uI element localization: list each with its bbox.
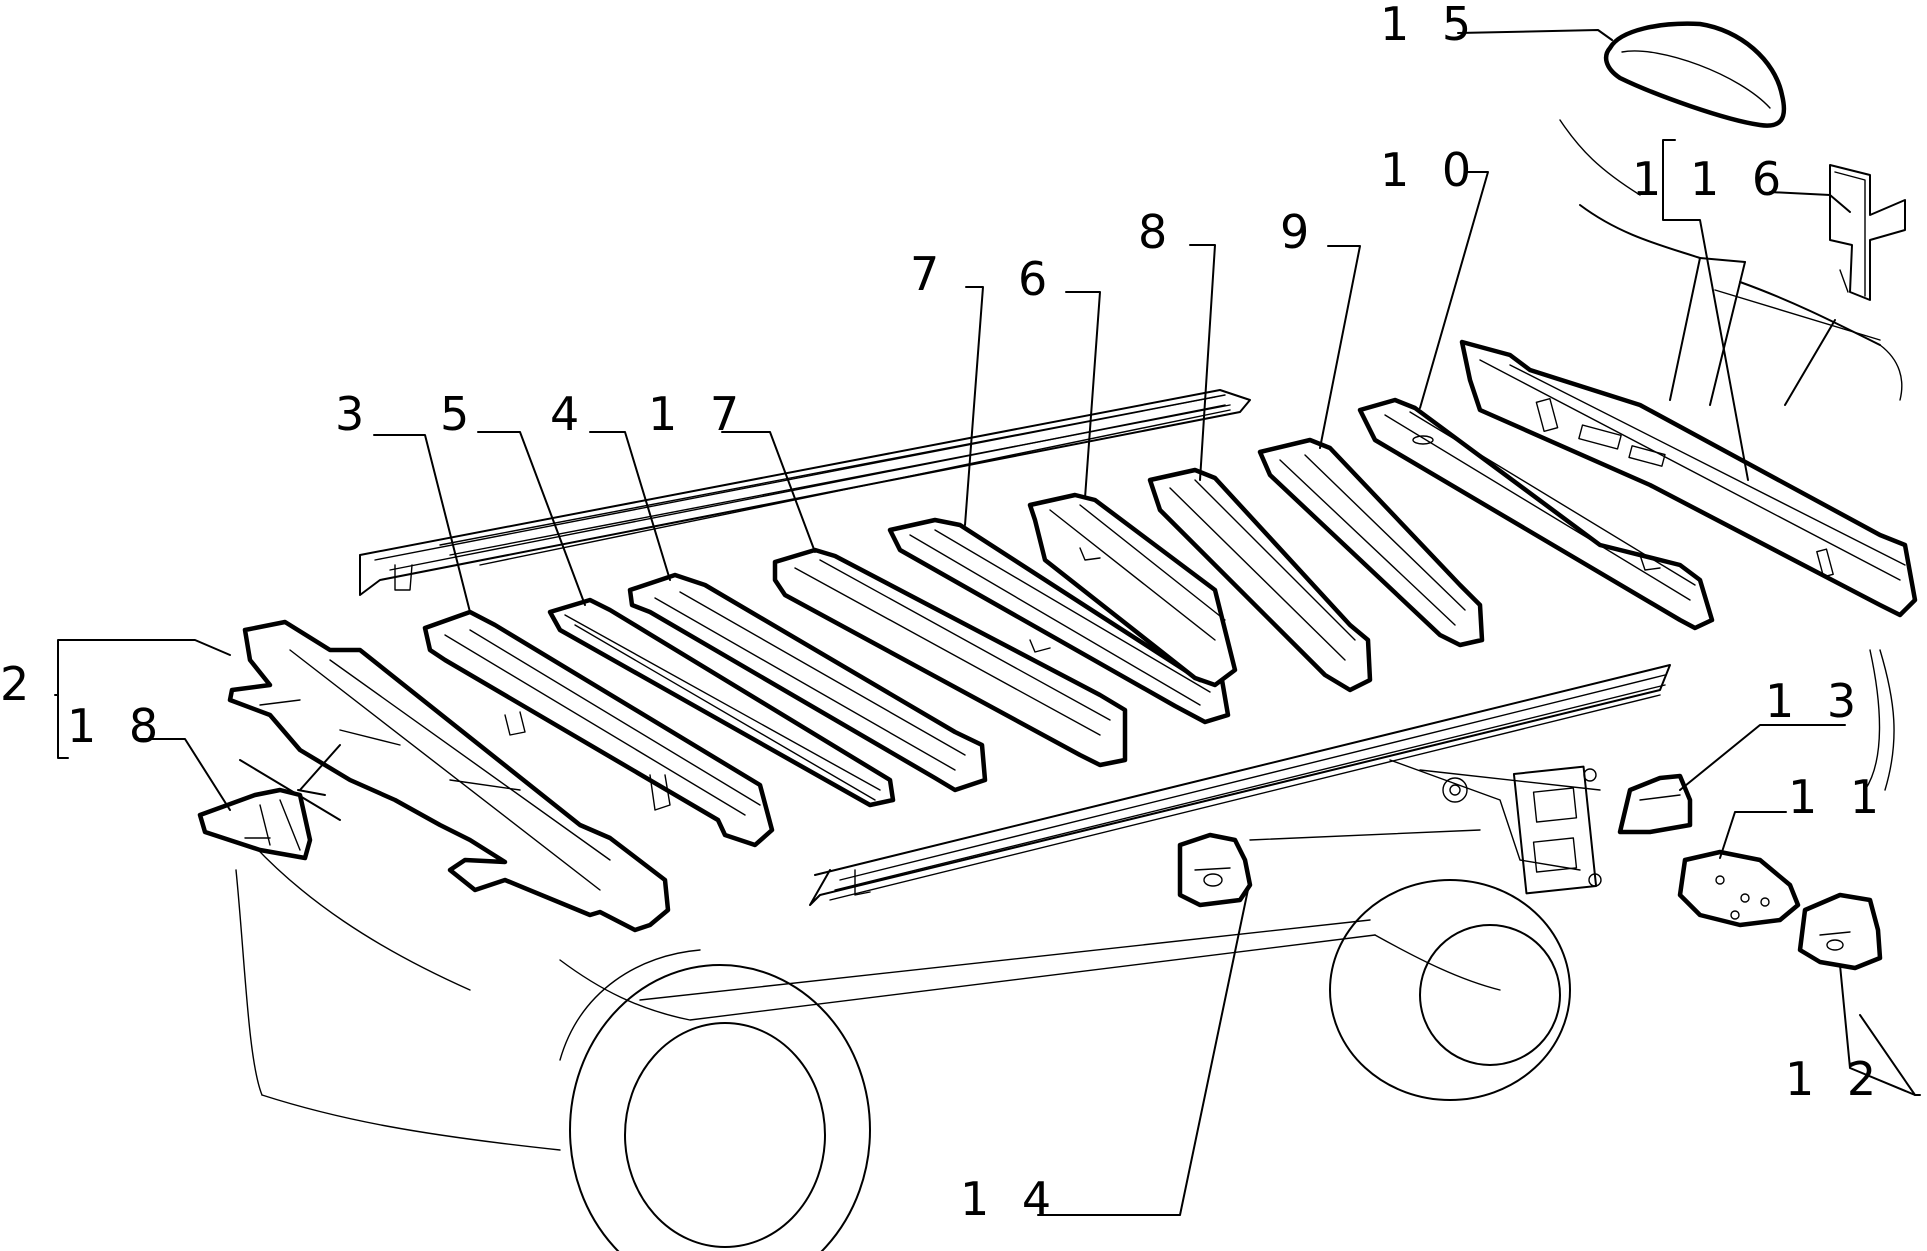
callout-8: 8 xyxy=(1138,205,1176,259)
callout-9: 9 xyxy=(1280,205,1318,259)
callout-5: 5 xyxy=(440,387,478,441)
part-13-plate xyxy=(1617,773,1693,835)
part-18-bracket xyxy=(197,787,313,861)
part-16-bracket xyxy=(1829,164,1906,301)
callout-14: 1 4 xyxy=(960,1172,1060,1226)
cross-member-8 xyxy=(1147,467,1373,693)
cross-member-5 xyxy=(547,597,896,808)
callout-11: 1 1 xyxy=(1788,770,1888,824)
callout-3: 3 xyxy=(335,387,373,441)
callout-10: 1 0 xyxy=(1380,143,1480,197)
callout-6: 6 xyxy=(1018,252,1056,306)
detail-divider-lines xyxy=(239,204,1881,821)
callout-1: 1 xyxy=(1632,152,1670,206)
callout-labels: 1 5 1 0 1 1 6 8 9 7 6 3 5 4 1 7 2 1 8 1 … xyxy=(0,0,1888,1226)
part-15-oval-cover xyxy=(1603,21,1787,128)
callout-4: 4 xyxy=(550,387,588,441)
part-11-plate xyxy=(1677,849,1801,928)
right-side-member xyxy=(809,664,1671,906)
cross-member-1 xyxy=(1459,339,1918,618)
callout-17: 1 7 xyxy=(648,387,748,441)
callout-18: 1 8 xyxy=(67,699,167,753)
vehicle-body-outline xyxy=(235,119,1903,1251)
callout-13: 1 3 xyxy=(1765,674,1865,728)
part-12-bracket xyxy=(1797,892,1883,971)
cross-member-2 xyxy=(227,619,671,933)
callout-16: 1 6 xyxy=(1690,152,1790,206)
leader-lines xyxy=(54,29,1921,1216)
part-14-bracket xyxy=(1177,832,1253,908)
cross-member-3 xyxy=(422,609,775,848)
callout-7: 7 xyxy=(910,247,948,301)
cross-member-17 xyxy=(772,547,1128,768)
left-side-member xyxy=(359,389,1251,596)
cross-member-4 xyxy=(627,572,988,793)
callout-12: 1 2 xyxy=(1785,1052,1885,1106)
cross-member-10 xyxy=(1357,397,1715,631)
callout-15: 1 5 xyxy=(1380,0,1480,51)
callout-2: 2 xyxy=(0,657,38,711)
cross-member-7 xyxy=(887,517,1231,725)
